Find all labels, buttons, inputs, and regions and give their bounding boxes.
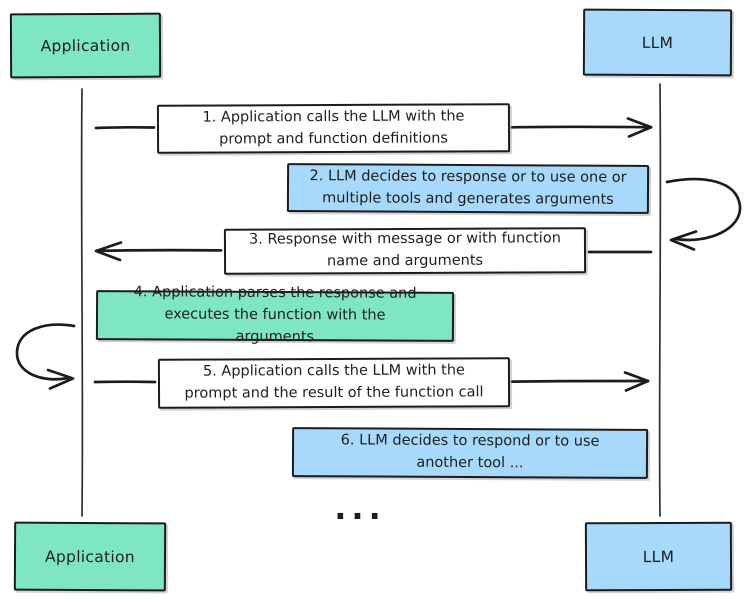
step3-arrow-shaft [96, 248, 223, 253]
step-5-label: 5. Application calls the LLM with the pr… [184, 362, 484, 402]
actor-llm-bottom-label: LLM [642, 547, 675, 566]
actor-application-bottom: Application [13, 521, 167, 592]
actor-application-top: Application [9, 12, 162, 79]
step-2-label: 2. LLM decides to response or to use one… [309, 167, 627, 208]
actor-llm-top-label: LLM [641, 33, 674, 52]
step-4-message: 4. Application parses the response and e… [95, 285, 455, 345]
llm-self-loop-arrowhead [669, 230, 698, 251]
step-6-message: 6. LLM decides to respond or to use anot… [291, 427, 649, 479]
step5-arrowhead [623, 371, 650, 392]
step5-arrow-shaft [510, 379, 650, 383]
step-4-label: 4. Application parses the response and e… [133, 284, 417, 346]
step-1-label: 1. Application calls the LLM with the pr… [202, 108, 465, 147]
step-5-message: 5. Application calls the LLM with the pr… [157, 357, 511, 409]
application-self-loop [15, 323, 76, 381]
step-2-message: 2. LLM decides to response or to use one… [286, 163, 650, 214]
step1-arrow-left-segment [94, 125, 156, 130]
application-self-loop-arrowhead [46, 368, 75, 390]
step1-arrowhead [626, 117, 653, 138]
step-1-message: 1. Application calls the LLM with the pr… [156, 103, 511, 154]
continuation-ellipsis: ... [334, 489, 386, 527]
lifeline-llm [658, 83, 662, 517]
actor-llm-top: LLM [582, 8, 733, 77]
actor-application-top-label: Application [40, 36, 131, 55]
step-3-message: 3. Response with message or with functio… [223, 227, 587, 275]
actor-llm-bottom: LLM [584, 521, 733, 592]
step1-arrow-shaft [510, 125, 653, 129]
lifeline-application [80, 88, 84, 517]
actor-application-bottom-label: Application [45, 547, 135, 566]
step-6-label: 6. LLM decides to respond or to use anot… [340, 432, 600, 472]
step-3-label: 3. Response with message or with functio… [248, 230, 561, 270]
llm-self-loop [665, 177, 742, 242]
